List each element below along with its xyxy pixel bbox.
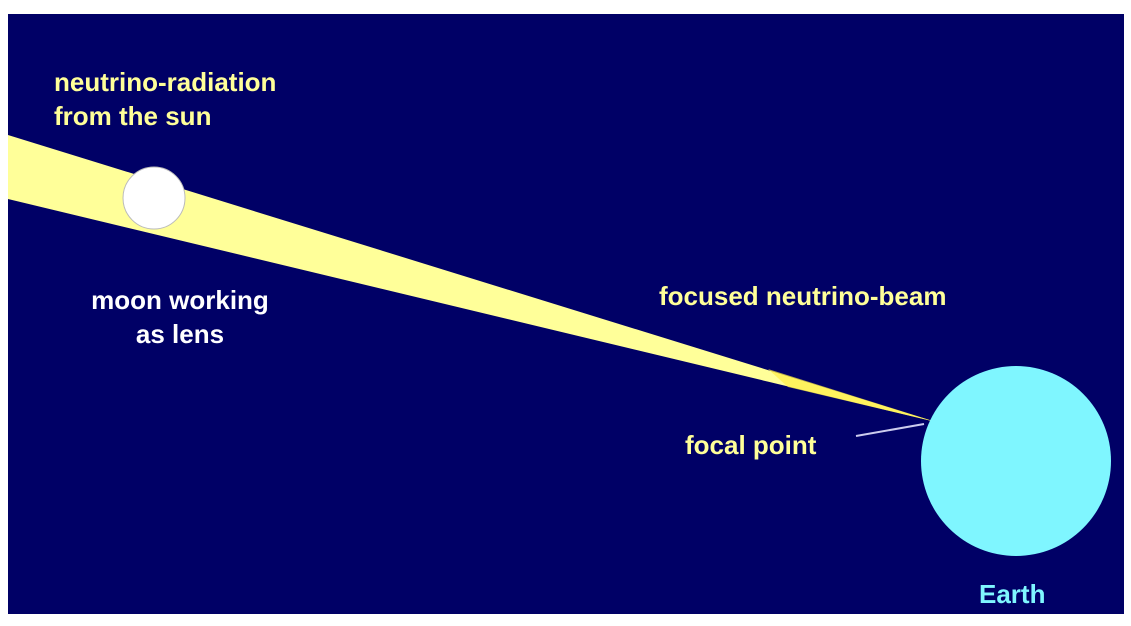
- focal-point-leader-line: [855, 423, 925, 437]
- beam-focus-highlight: [768, 369, 936, 422]
- lens-label: moon working as lens: [60, 283, 300, 351]
- source-label-line1: neutrino-radiation: [54, 67, 277, 97]
- diagram-panel: neutrino-radiation from the sun moon wor…: [8, 14, 1124, 614]
- source-label: neutrino-radiation from the sun: [54, 65, 276, 133]
- focal-point-label: focal point: [685, 430, 817, 460]
- earth-label: Earth: [979, 579, 1046, 609]
- diagram-canvas: [8, 135, 1111, 556]
- earth-circle: [921, 366, 1111, 556]
- neutrino-beam: [8, 135, 936, 422]
- lens-label-line2: as lens: [135, 319, 225, 349]
- source-label-line2: from the sun: [54, 101, 212, 131]
- lens-label-line1: moon working: [91, 285, 269, 315]
- beam-label: focused neutrino-beam: [659, 281, 947, 311]
- moon-circle: [122, 166, 186, 230]
